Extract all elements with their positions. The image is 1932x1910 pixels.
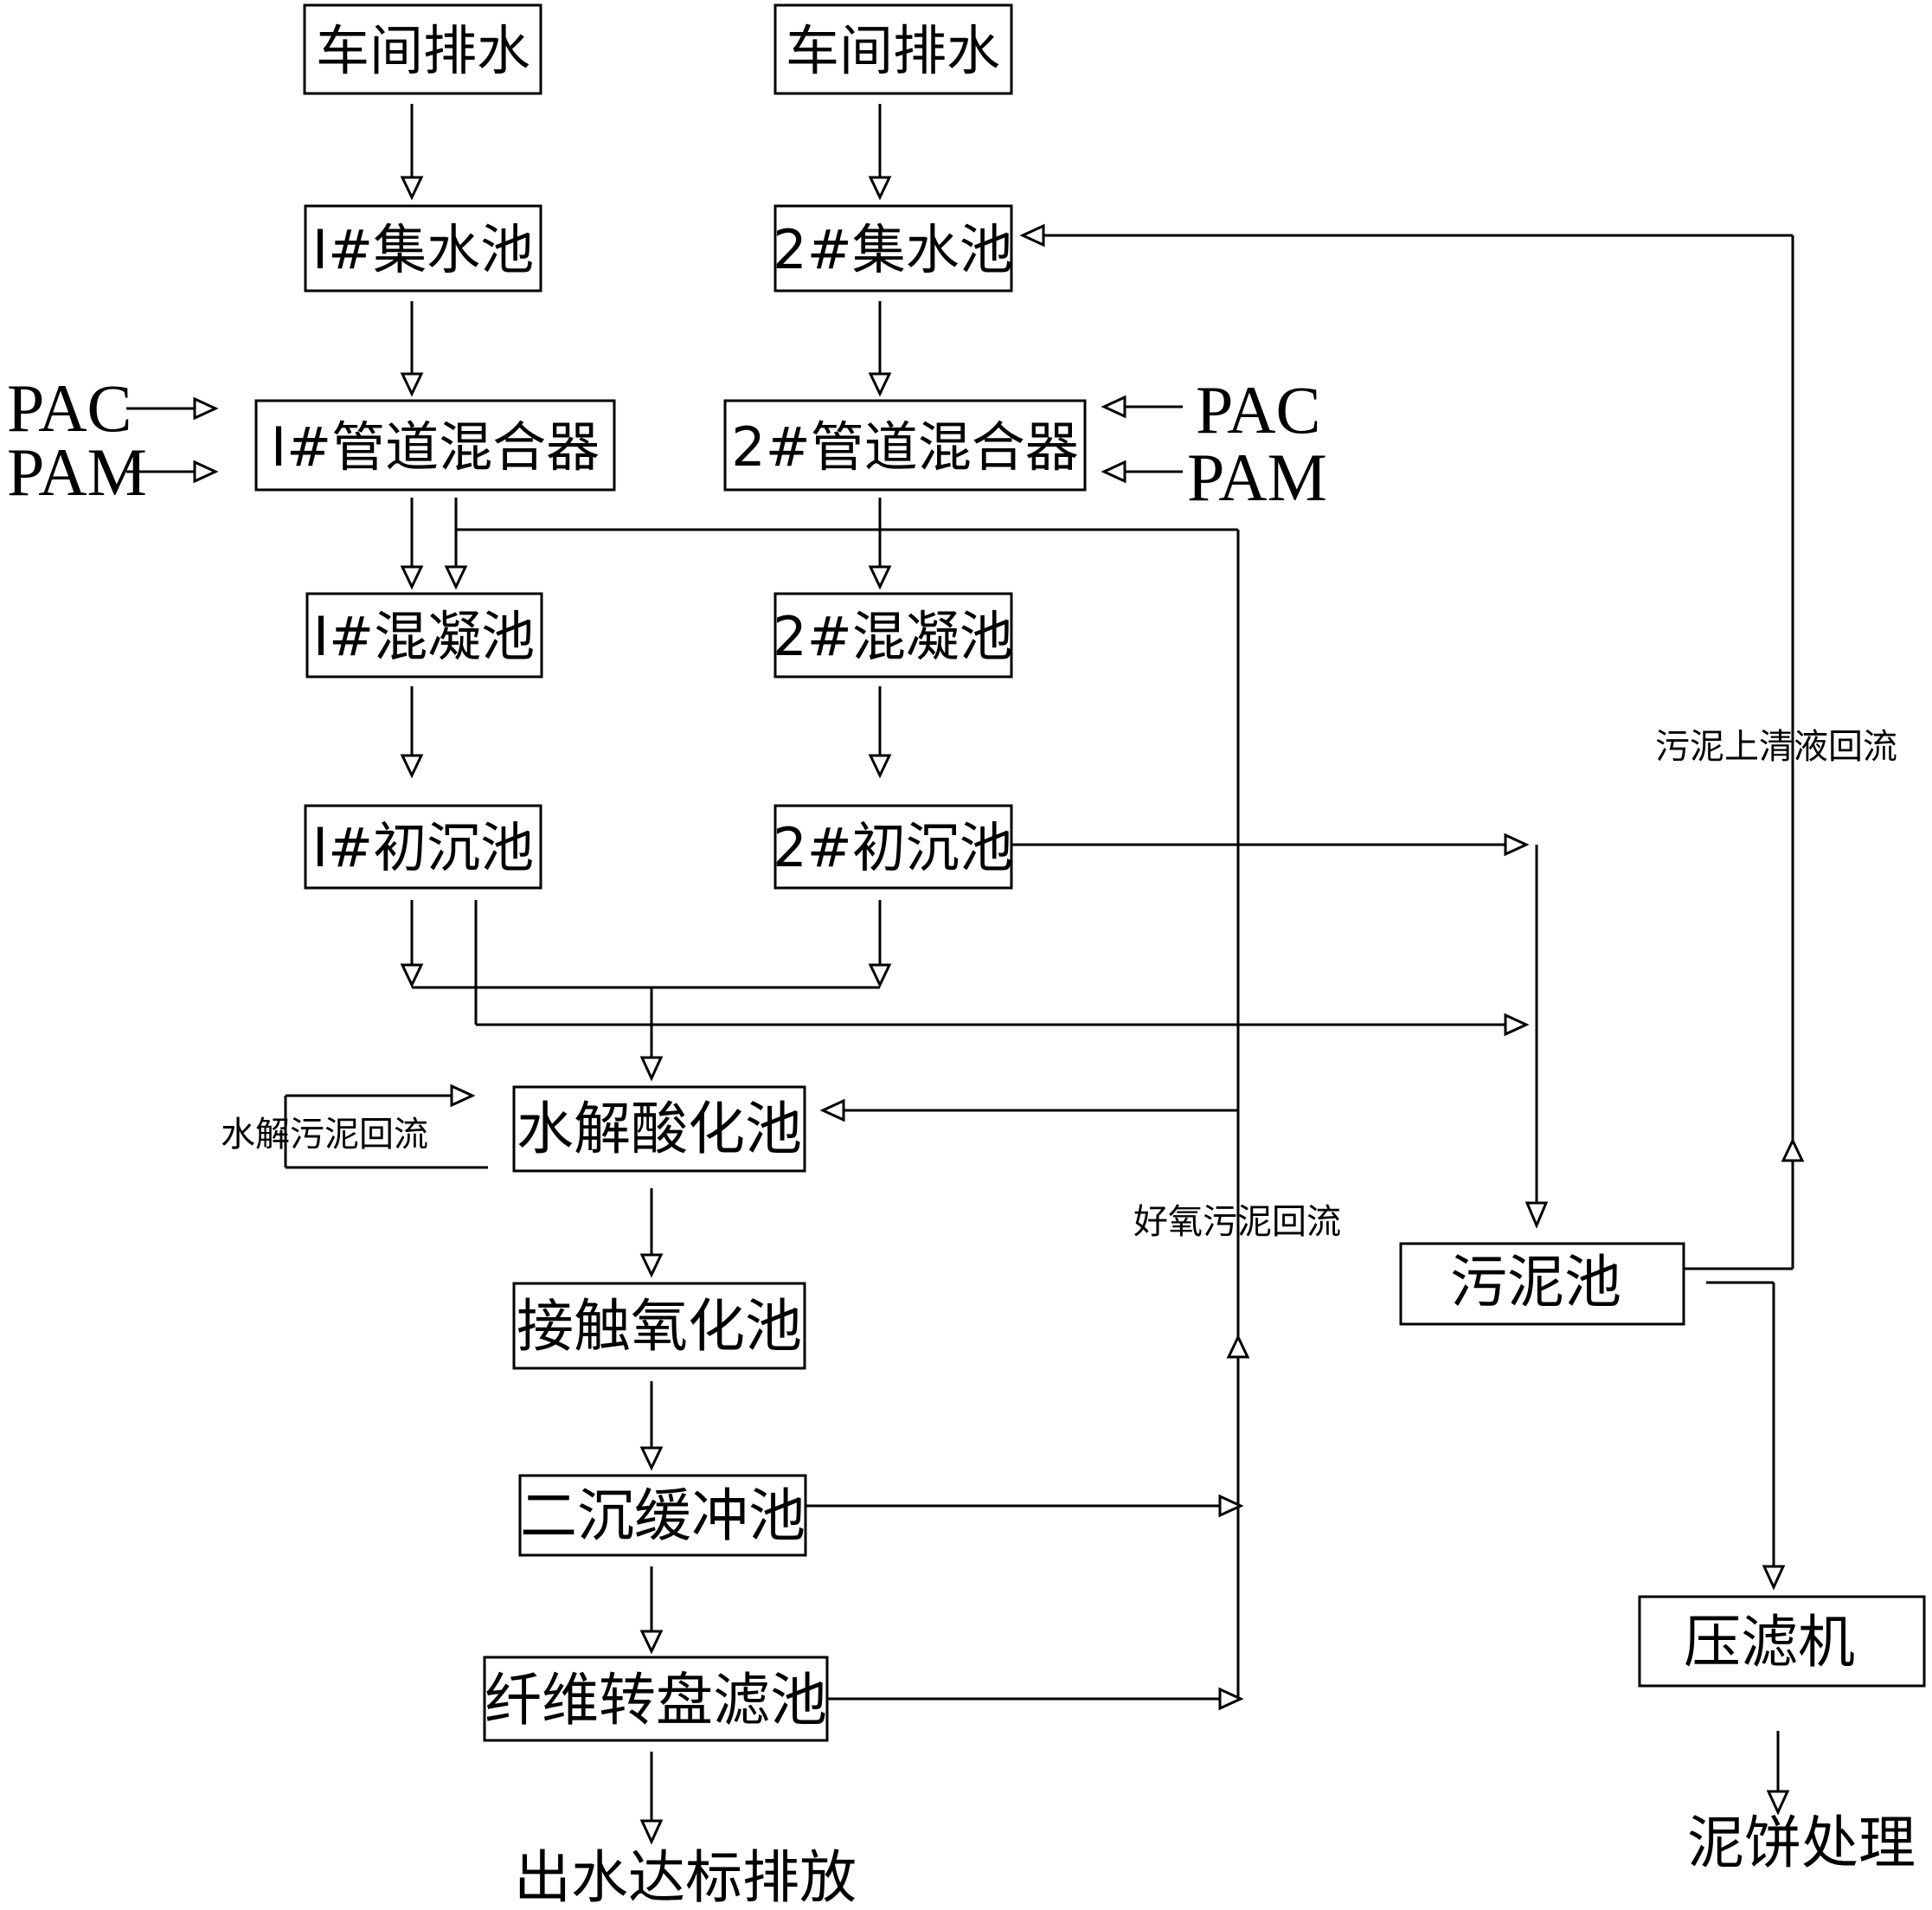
aerobic-return-label: 好氧污泥回流 xyxy=(1133,1202,1341,1242)
workshop-drain-1-box xyxy=(303,3,542,95)
fiber-disc-filter-box xyxy=(483,1656,829,1742)
primary-settle-1-label: I#初沉池 xyxy=(312,816,534,879)
coag-tank-2-box xyxy=(773,592,1013,678)
pipe-mixer-1-box xyxy=(254,399,616,492)
sludge-cake-label: 泥饼处理 xyxy=(1687,1810,1916,1876)
connector-lines xyxy=(126,104,1794,1821)
primary-settle-1-box xyxy=(304,804,542,890)
arrowheads xyxy=(193,176,1805,1845)
pam-left-label: PAM xyxy=(7,434,147,510)
filter-press-label: 压滤机 xyxy=(1684,1609,1855,1675)
coag-tank-1-label: I#混凝池 xyxy=(313,605,535,668)
sludge-tank-box xyxy=(1399,1242,1685,1326)
workshop-drain-2-label: 车间排水 xyxy=(786,19,1000,82)
hydrolysis-tank-box xyxy=(512,1085,806,1173)
filter-press-box xyxy=(1638,1595,1926,1688)
pipe-mixer-1-label: I#管道混合器 xyxy=(271,415,600,479)
pac-right-label: PAC xyxy=(1196,372,1321,447)
contact-oxidation-box xyxy=(512,1282,806,1370)
collect-tank-2-box xyxy=(773,204,1013,293)
fiber-disc-filter-label: 纤维转盘滤池 xyxy=(485,1667,827,1733)
collect-tank-1-box xyxy=(304,204,542,293)
primary-settle-2-label: 2#初沉池 xyxy=(773,816,1012,879)
collect-tank-2-label: 2#集水池 xyxy=(773,218,1012,281)
primary-settle-2-box xyxy=(773,804,1013,890)
sludge-tank-label: 污泥池 xyxy=(1450,1249,1621,1315)
supernatant-return-label: 污泥上清液回流 xyxy=(1655,727,1897,767)
pac-left-label: PAC xyxy=(7,370,132,446)
hydrolysis-tank-label: 水解酸化池 xyxy=(517,1096,802,1162)
workshop-drain-2-box xyxy=(773,3,1013,95)
workshop-drain-1-label: 车间排水 xyxy=(316,19,530,82)
coag-tank-2-label: 2#混凝池 xyxy=(773,605,1012,668)
pipe-mixer-2-label: 2#管道混合器 xyxy=(731,415,1078,479)
effluent-label: 出水达标排放 xyxy=(514,1844,857,1910)
secondary-buffer-label: 二沉缓冲池 xyxy=(520,1482,806,1549)
hydrolysis-return-label: 水解污泥回流 xyxy=(221,1115,428,1154)
secondary-buffer-box xyxy=(518,1474,807,1557)
pam-right-label: PAM xyxy=(1187,440,1327,515)
contact-oxidation-label: 接触氧化池 xyxy=(517,1293,802,1360)
pipe-mixer-2-box xyxy=(723,399,1087,492)
coag-tank-1-box xyxy=(305,592,543,678)
collect-tank-1-label: I#集水池 xyxy=(312,218,534,281)
